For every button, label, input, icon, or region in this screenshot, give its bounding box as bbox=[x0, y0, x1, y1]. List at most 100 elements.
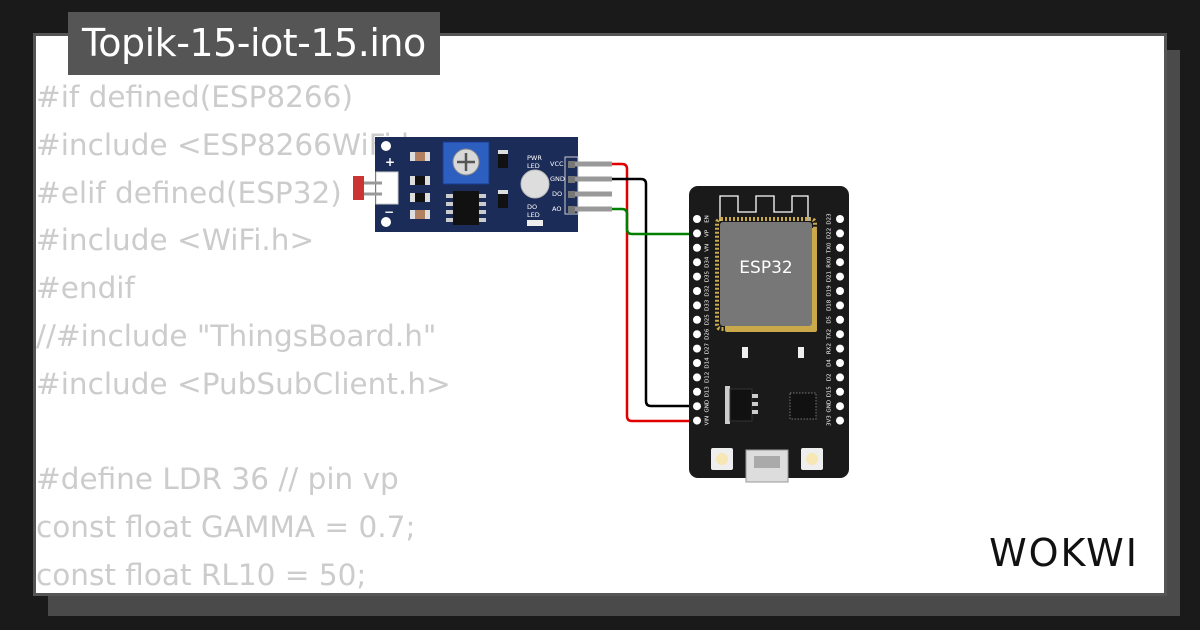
resistor bbox=[410, 152, 430, 161]
pin-header bbox=[564, 156, 579, 215]
esp32-pin-rows: ENVPVND34D35D32D33D25D26D27D14D12D13GNDV… bbox=[693, 213, 844, 426]
wokwi-logo-text: WOKWI bbox=[989, 531, 1139, 575]
esp32-pin-d14[interactable] bbox=[693, 359, 701, 367]
comparator-ic bbox=[453, 191, 479, 225]
svg-text:LED: LED bbox=[527, 211, 540, 219]
led-indicator bbox=[520, 169, 550, 199]
esp32-pin-rx0[interactable] bbox=[836, 258, 844, 267]
esp32-pin-label: D33 bbox=[705, 299, 711, 311]
esp32-pin-label: D4 bbox=[827, 359, 833, 367]
project-card[interactable] bbox=[33, 33, 1167, 596]
wires bbox=[612, 162, 697, 423]
esp32-pin-label: D27 bbox=[705, 342, 711, 354]
esp32-pin-d21[interactable] bbox=[836, 272, 844, 281]
esp32-pin-3v3[interactable] bbox=[836, 416, 844, 425]
esp32-pin-label: 3V3 bbox=[827, 415, 833, 426]
project-filename[interactable]: Topik-15-iot-15.ino bbox=[68, 12, 440, 75]
ldr-socket bbox=[375, 171, 399, 205]
esp32-pin-label: D14 bbox=[705, 357, 711, 369]
code-line: #endif bbox=[36, 271, 135, 306]
esp32-pin-label: D22 bbox=[827, 228, 833, 239]
esp32-pin-label: TX2 bbox=[827, 329, 833, 341]
pin-label-do: DO bbox=[552, 190, 562, 198]
esp32-pin-label: D12 bbox=[705, 372, 711, 383]
esp32-pin-en[interactable] bbox=[693, 215, 701, 223]
mount-hole bbox=[381, 217, 391, 227]
esp32-pin-d23[interactable] bbox=[836, 215, 844, 223]
esp32-pin-label: GND bbox=[705, 400, 711, 413]
capacitor bbox=[410, 176, 430, 185]
esp32-pin-gnd[interactable] bbox=[836, 402, 844, 411]
code-preview: #if defined(ESP8266)#include <ESP8266WiF… bbox=[36, 74, 451, 600]
pin-label-vcc: VCC bbox=[550, 160, 564, 168]
esp32-board[interactable]: ESP32 bbox=[689, 186, 849, 483]
esp32-pin-d25[interactable] bbox=[693, 315, 701, 324]
esp32-pin-d32[interactable] bbox=[693, 287, 701, 295]
code-line: #elif defined(ESP32) bbox=[36, 175, 342, 210]
esp32-pin-d22[interactable] bbox=[836, 229, 844, 238]
wokwi-logo-icon[interactable]: WOKWI bbox=[978, 528, 1150, 576]
esp32-pin-label: D26 bbox=[705, 328, 711, 340]
esp32-pin-label: D21 bbox=[827, 271, 833, 282]
voltage-regulator bbox=[729, 388, 753, 422]
code-line: #if defined(ESP8266) bbox=[36, 80, 353, 114]
polarity-plus: + bbox=[385, 155, 395, 169]
pin-label-ao: AO bbox=[552, 205, 561, 213]
esp32-pin-gnd[interactable] bbox=[693, 402, 701, 411]
mount-hole bbox=[381, 141, 391, 151]
wire-gnd-gnd[interactable] bbox=[612, 177, 697, 408]
esp32-pin-d19[interactable] bbox=[836, 287, 844, 295]
esp32-pin-label: TX0 bbox=[827, 242, 833, 254]
esp32-pin-d26[interactable] bbox=[693, 330, 701, 339]
pwr-led-label: PWR bbox=[527, 154, 542, 162]
esp32-pin-label: D32 bbox=[705, 285, 711, 296]
photoresistor[interactable] bbox=[353, 176, 364, 200]
esp32-pin-label: D18 bbox=[827, 299, 833, 311]
esp32-pin-tx2[interactable] bbox=[836, 330, 844, 339]
esp32-pin-d15[interactable] bbox=[836, 387, 844, 396]
pin-label-gnd: GND bbox=[550, 175, 565, 183]
code-line: //#include "ThingsBoard.h" bbox=[36, 318, 437, 353]
esp32-pin-vin[interactable] bbox=[693, 416, 701, 425]
esp32-pin-label: D34 bbox=[705, 256, 711, 268]
esp32-pin-d27[interactable] bbox=[693, 344, 701, 353]
esp32-pin-vp[interactable] bbox=[693, 229, 701, 238]
esp32-pin-d5[interactable] bbox=[836, 315, 844, 324]
esp32-pin-label: D13 bbox=[705, 386, 711, 398]
esp32-pin-label: D19 bbox=[827, 285, 833, 297]
esp32-pin-label: VN bbox=[705, 244, 711, 252]
wire-ao-vp[interactable] bbox=[612, 207, 697, 236]
usb-serial-chip bbox=[789, 392, 817, 420]
esp32-pin-label: D15 bbox=[827, 386, 833, 398]
esp32-pin-tx0[interactable] bbox=[836, 243, 844, 252]
code-line: const float GAMMA = 0.7; bbox=[36, 510, 416, 545]
wire-vcc-vin[interactable] bbox=[612, 162, 697, 423]
svg-text:LED: LED bbox=[527, 162, 540, 170]
esp32-pin-d33[interactable] bbox=[693, 301, 701, 310]
esp32-pin-d35[interactable] bbox=[693, 272, 701, 281]
resistor bbox=[410, 210, 430, 219]
capacitor bbox=[410, 193, 430, 202]
esp32-pin-d18[interactable] bbox=[836, 301, 844, 310]
esp32-pin-d13[interactable] bbox=[693, 387, 701, 396]
polarity-minus: − bbox=[384, 205, 394, 219]
esp32-pin-label: GND bbox=[827, 400, 833, 413]
esp32-pin-d4[interactable] bbox=[836, 359, 844, 367]
esp32-pin-label: D2 bbox=[827, 374, 833, 382]
antenna-trace bbox=[719, 195, 809, 221]
esp32-pin-label: EN bbox=[705, 215, 711, 223]
esp32-pin-label: D5 bbox=[827, 315, 833, 323]
code-line: #define LDR 36 // pin vp bbox=[36, 462, 399, 497]
esp32-pin-d34[interactable] bbox=[693, 258, 701, 267]
ldr-module[interactable]: + − bbox=[353, 137, 612, 232]
esp32-pin-label: D25 bbox=[705, 314, 711, 326]
esp32-pin-label: RX0 bbox=[827, 256, 833, 268]
code-line: const float RL10 = 50; bbox=[36, 557, 367, 592]
code-line: #include <WiFi.h> bbox=[36, 223, 315, 258]
esp32-pin-d12[interactable] bbox=[693, 373, 701, 382]
esp32-pin-label: D23 bbox=[827, 213, 833, 225]
esp32-pin-d2[interactable] bbox=[836, 373, 844, 382]
esp32-pin-rx2[interactable] bbox=[836, 344, 844, 353]
esp32-pin-vn[interactable] bbox=[693, 243, 701, 252]
